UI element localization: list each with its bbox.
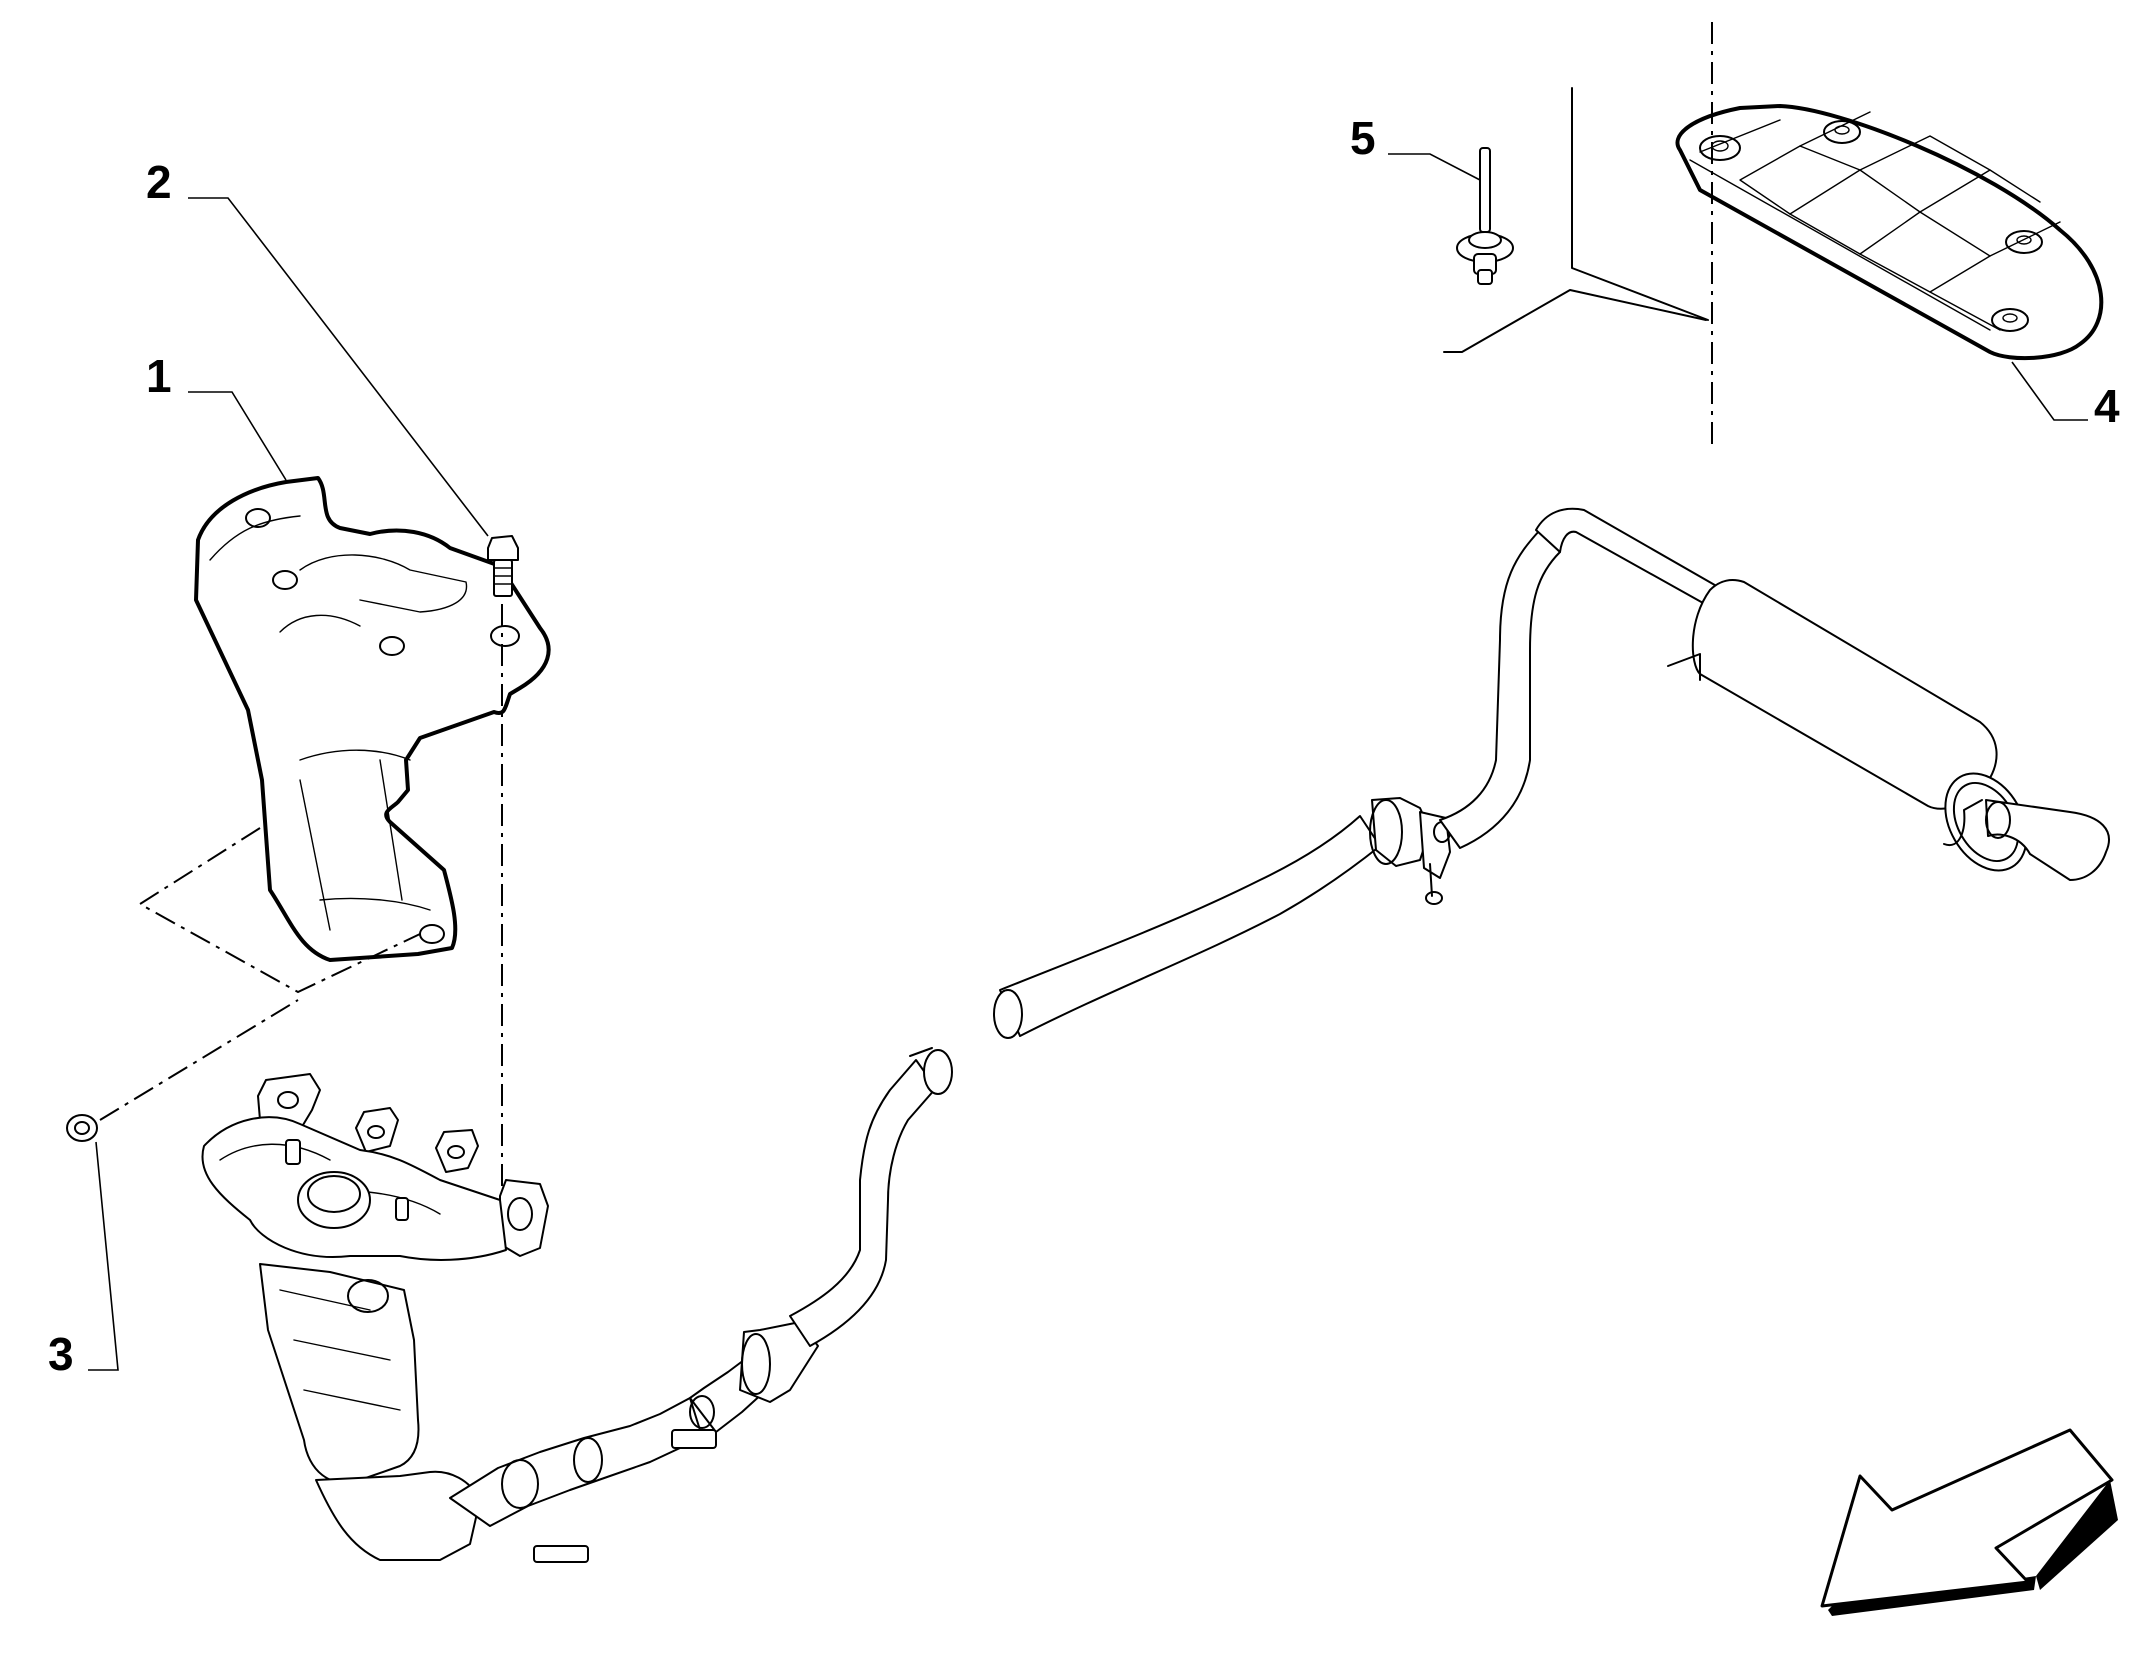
bracket-outline xyxy=(1571,87,1709,321)
callout-label-1: 1 xyxy=(146,350,172,402)
callout-5: 5 xyxy=(1350,112,1481,181)
callout-3: 3 xyxy=(48,1141,119,1380)
front-exhaust-pipe[interactable] xyxy=(449,1047,953,1563)
assembly-line-shield-left xyxy=(138,827,421,994)
nut-part-3[interactable] xyxy=(66,1114,98,1142)
rear-silencer[interactable] xyxy=(1535,507,2110,885)
bracket-outline-lower xyxy=(1443,289,1707,353)
intermediate-pipe[interactable] xyxy=(993,529,1561,1039)
callout-label-5: 5 xyxy=(1350,112,1376,164)
bolt-part-2[interactable] xyxy=(487,535,519,597)
callout-2: 2 xyxy=(146,156,489,537)
callout-4: 4 xyxy=(2011,361,2120,432)
callout-label-2: 2 xyxy=(146,156,172,208)
exhaust-manifold-catalytic-converter[interactable] xyxy=(201,1073,549,1561)
underbody-heat-shield-part-4[interactable] xyxy=(1675,104,2104,361)
callout-label-3: 3 xyxy=(48,1328,74,1380)
assembly-line-nut xyxy=(99,999,299,1121)
callout-1: 1 xyxy=(146,350,287,481)
push-rivet-clip-part-5[interactable] xyxy=(1456,147,1514,285)
callout-label-4: 4 xyxy=(2094,380,2120,432)
direction-arrow-icon xyxy=(1820,1428,2118,1616)
manifold-heat-shield-part-1[interactable] xyxy=(194,476,551,962)
